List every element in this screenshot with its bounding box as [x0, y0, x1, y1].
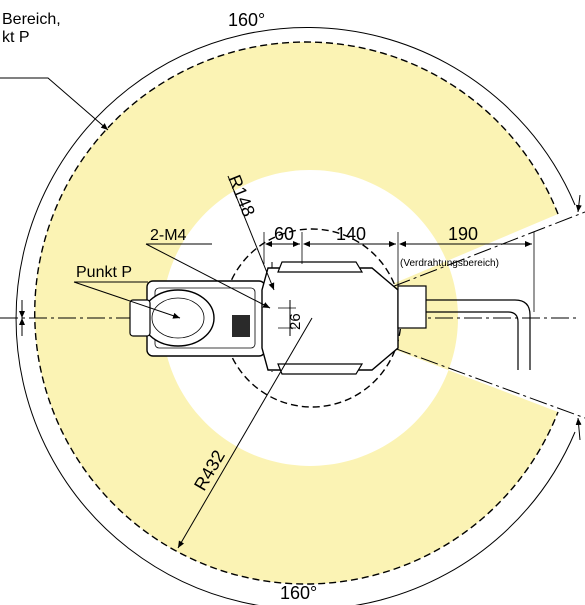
dim-60-label: 60	[274, 224, 294, 244]
dim-26-label: 26	[287, 313, 304, 330]
dim-140-label: 140	[336, 224, 366, 244]
area-title-line2: kt P	[2, 29, 30, 46]
area-title-leader	[0, 77, 109, 131]
angle-bottom-label: 160°	[280, 583, 317, 603]
wedge-line-upper	[311, 211, 585, 319]
radius-inner-dimension	[227, 175, 275, 291]
dim-190-label: 190	[448, 224, 478, 244]
connector-panel	[232, 315, 250, 337]
radius-outer-dimension	[177, 317, 313, 549]
arm-link-1	[261, 267, 399, 371]
wiring-area-label: (Verdrahtungsbereich)	[400, 258, 499, 269]
point-label: Punkt P	[76, 264, 132, 281]
point-label-leader	[73, 281, 181, 319]
cable	[426, 299, 531, 370]
outer-limit-arc	[34, 41, 559, 585]
wedge-line-lower	[311, 317, 585, 419]
base-block	[397, 285, 427, 329]
area-title-line1: Bereich,	[2, 11, 61, 28]
hole-label-leader	[145, 243, 271, 309]
work-area-region	[34, 42, 558, 584]
angle-top-label: 160°	[228, 10, 265, 30]
hole-label: 2-M4	[150, 227, 187, 244]
